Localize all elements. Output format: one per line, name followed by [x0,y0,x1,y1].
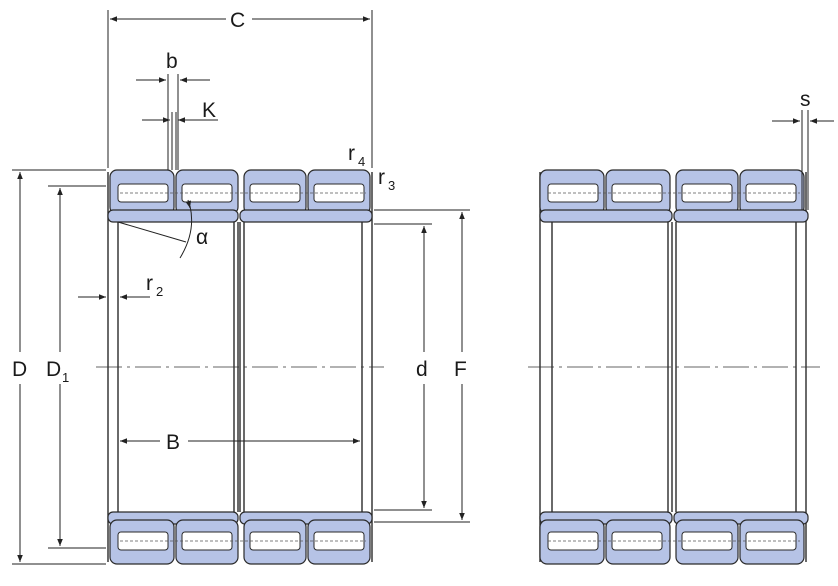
label-b: b [166,50,178,73]
label-r2-sub: 2 [156,284,163,299]
left-bearing [96,169,384,565]
label-r3: r [378,166,385,189]
top-outer-rings [109,169,371,215]
label-r3-sub: 3 [388,178,395,193]
label-d: d [416,358,428,381]
label-r2: r [146,272,153,295]
label-D1-sub: 1 [62,370,69,385]
label-r4: r [348,142,355,165]
label-K: K [202,99,216,122]
bottom-outer-rings [109,519,371,565]
label-D1: D [46,358,61,381]
label-D: D [12,358,27,381]
right-bearing [528,169,820,565]
label-B: B [166,431,180,454]
label-C: C [230,9,245,32]
label-s: s [800,88,811,111]
label-alpha: α [196,226,208,249]
label-r4-sub: 4 [358,154,365,169]
label-F: F [454,358,467,381]
dimension-lines [12,10,834,565]
